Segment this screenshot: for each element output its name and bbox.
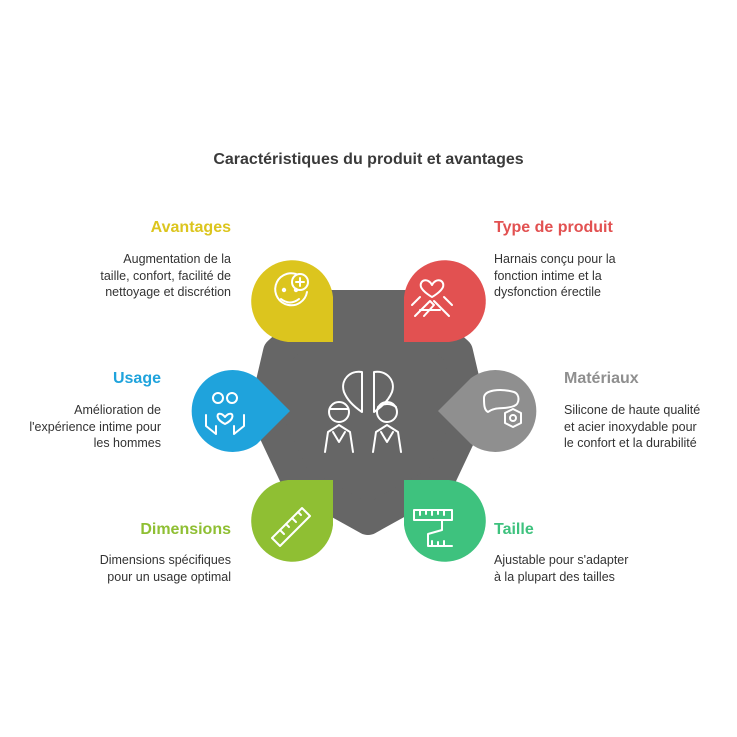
ruler-icon — [271, 507, 311, 547]
smiley-plus-icon — [274, 272, 309, 307]
dimensions-description: Dimensions spécifiques pour un usage opt… — [100, 552, 231, 585]
taille-line-2: à la plupart des tailles — [494, 569, 615, 584]
usage-description: Amélioration de l'expérience intime pour… — [29, 402, 161, 452]
materiaux-heading: Matériaux — [564, 370, 639, 387]
materiaux-line-2: et acier inoxydable pour — [564, 419, 697, 434]
materiaux-description: Silicone de haute qualité et acier inoxy… — [564, 402, 700, 452]
type-produit-description: Harnais conçu pour la fonction intime et… — [494, 251, 616, 301]
type-produit-line-3: dysfonction érectile — [494, 285, 602, 299]
avantages-line-1: Augmentation de la — [123, 252, 231, 266]
dimensions-line-1: Dimensions spécifiques — [99, 553, 231, 567]
couple-heart-icon — [324, 370, 402, 453]
type-produit-line-1: Harnais conçu pour la — [494, 252, 616, 266]
taille-line-1: Ajustable pour s'adapter — [494, 553, 629, 567]
heart-hands-icon — [411, 279, 453, 317]
avantages-line-3: nettoyage et discrétion — [105, 285, 231, 299]
materiaux-line-3: le confort et la durabilité — [564, 436, 697, 450]
dimensions-node — [251, 480, 333, 562]
material-nut-icon — [483, 389, 522, 428]
taille-description: Ajustable pour s'adapter à la plupart de… — [494, 552, 628, 585]
usage-line-1: Amélioration de — [74, 403, 161, 417]
dimensions-heading: Dimensions — [140, 521, 231, 538]
usage-line-2: l'expérience intime pour — [29, 419, 161, 434]
type-produit-line-2: fonction intime et la — [494, 268, 602, 283]
measuring-tape-icon — [413, 509, 453, 547]
usage-heading: Usage — [112, 370, 161, 387]
usage-line-3: les hommes — [93, 436, 161, 450]
materiaux-line-1: Silicone de haute qualité — [564, 403, 701, 417]
taille-heading: Taille — [494, 521, 534, 538]
type-produit-heading: Type de produit — [494, 219, 613, 236]
avantages-description: Augmentation de la taille, confort, faci… — [100, 251, 231, 301]
avantages-heading: Avantages — [150, 219, 231, 236]
avantages-node — [251, 260, 333, 342]
people-care-icon — [205, 392, 245, 435]
diagram-title: Caractéristiques du produit et avantages — [213, 151, 524, 168]
avantages-line-2: taille, confort, facilité de — [100, 268, 231, 283]
dimensions-line-2: pour un usage optimal — [107, 569, 231, 584]
